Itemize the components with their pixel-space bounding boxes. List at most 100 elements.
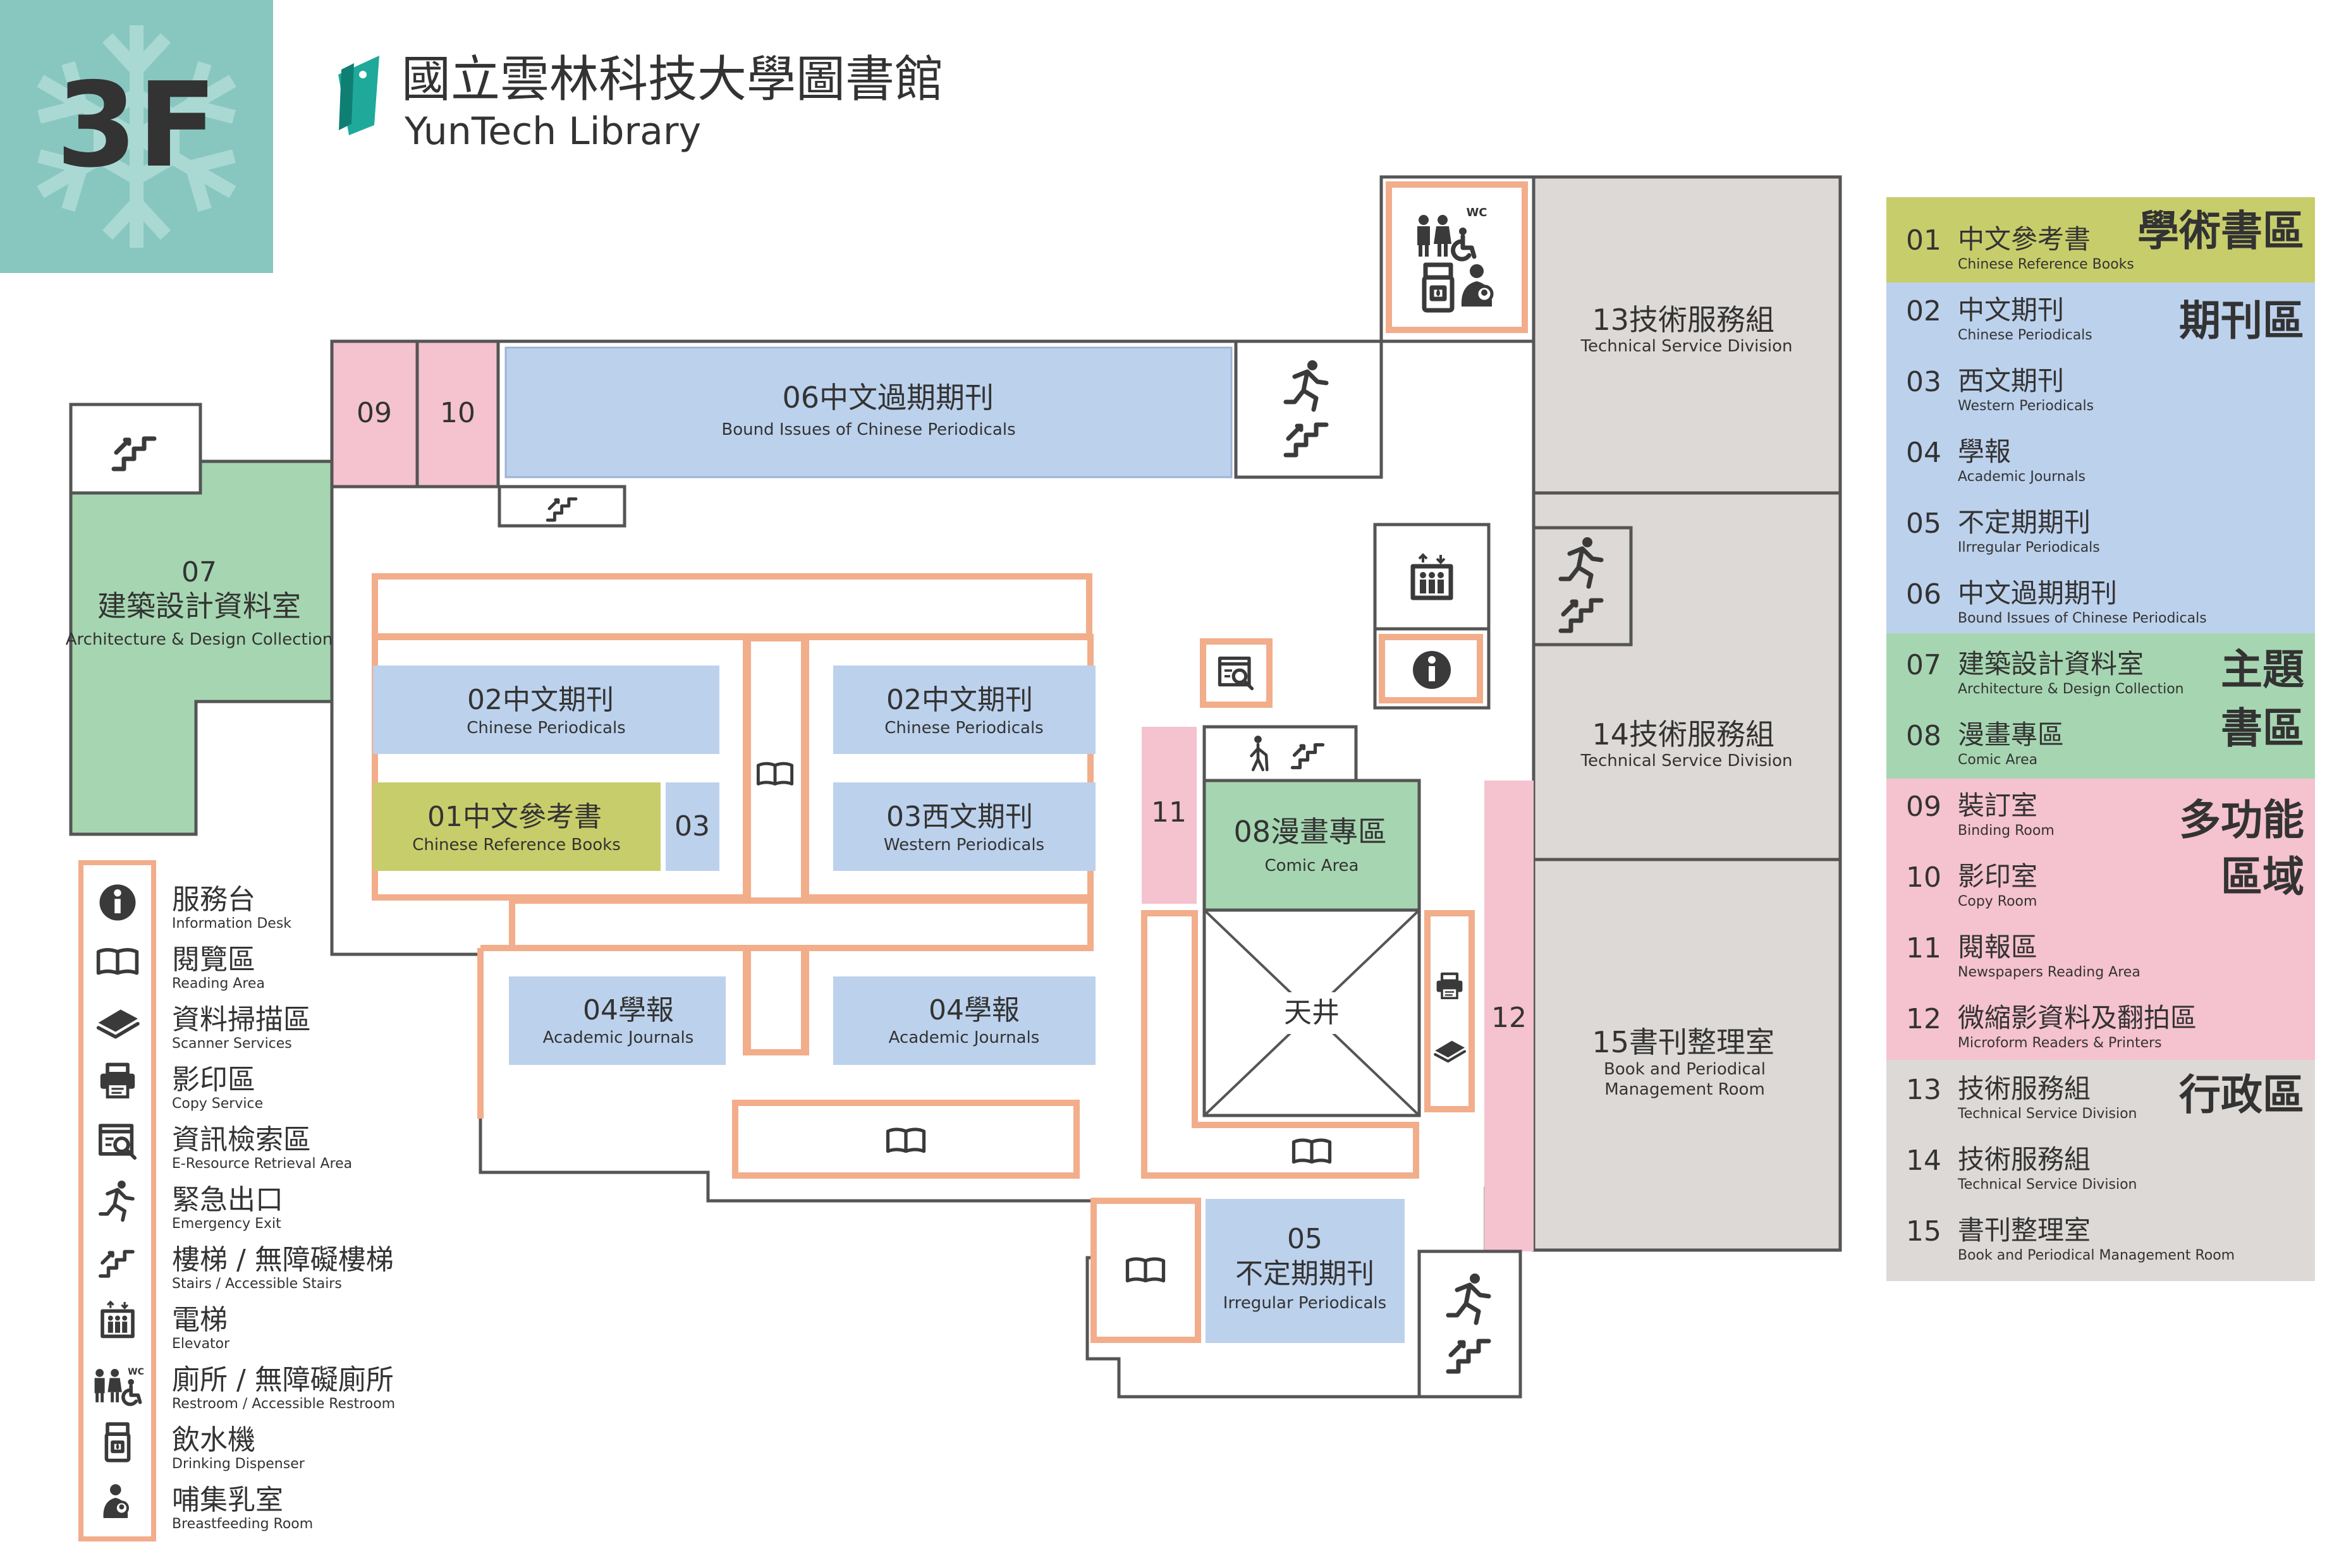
svg-text:04: 04 bbox=[1906, 437, 1941, 469]
reading-area-center bbox=[1141, 910, 1419, 1179]
svg-text:E-Resource Retrieval Area: E-Resource Retrieval Area bbox=[172, 1156, 352, 1172]
room-07[interactable]: 07 建築設計資料室 Architecture & Design Collect… bbox=[66, 459, 334, 836]
svg-text:建築設計資料室: 建築設計資料室 bbox=[97, 589, 301, 623]
accessible-stairs bbox=[1202, 725, 1358, 782]
svg-text:02: 02 bbox=[886, 684, 922, 716]
room-03[interactable]: 03 西文期刊 Western Periodicals bbox=[833, 782, 1096, 871]
svg-text:技術服務組: 技術服務組 bbox=[1958, 1073, 2091, 1104]
svg-text:飲水機: 飲水機 bbox=[172, 1424, 255, 1456]
room-11[interactable]: 11 bbox=[1142, 727, 1197, 904]
svg-text:WC: WC bbox=[1466, 206, 1487, 219]
svg-text:技術服務組: 技術服務組 bbox=[1629, 303, 1774, 337]
svg-text:Binding Room: Binding Room bbox=[1958, 823, 2055, 839]
svg-text:Comic Area: Comic Area bbox=[1264, 856, 1359, 875]
room-09[interactable]: 09 bbox=[330, 339, 419, 489]
svg-text:中文期刊: 中文期刊 bbox=[503, 684, 614, 716]
svg-text:服務台: 服務台 bbox=[172, 884, 255, 916]
svg-text:10: 10 bbox=[1906, 861, 1941, 894]
svg-text:中文參考書: 中文參考書 bbox=[463, 801, 602, 833]
svg-text:12: 12 bbox=[1491, 1002, 1527, 1034]
svg-text:學報: 學報 bbox=[964, 994, 1020, 1026]
room-02-left[interactable]: 02 中文期刊 Chinese Periodicals bbox=[373, 665, 719, 754]
floor-badge: 3F bbox=[0, 0, 273, 273]
snowflake-logo-icon bbox=[37, 25, 236, 248]
svg-text:04: 04 bbox=[583, 994, 618, 1026]
svg-text:哺集乳室: 哺集乳室 bbox=[172, 1484, 283, 1516]
floor-label: 3F bbox=[56, 57, 217, 193]
svg-text:Newspapers Reading Area: Newspapers Reading Area bbox=[1958, 964, 2140, 980]
svg-text:主題: 主題 bbox=[2221, 645, 2304, 694]
room-12[interactable]: 12 bbox=[1484, 781, 1534, 1251]
room-01[interactable]: 01 中文參考書 Chinese Reference Books bbox=[373, 782, 661, 871]
room-03-small[interactable]: 03 bbox=[666, 782, 719, 871]
svg-text:07: 07 bbox=[181, 556, 217, 588]
restroom-block: WC bbox=[1379, 175, 1536, 343]
svg-text:08: 08 bbox=[1906, 720, 1941, 752]
svg-text:03: 03 bbox=[675, 810, 710, 842]
room-06[interactable]: 06 中文過期期刊 Bound Issues of Chinese Period… bbox=[504, 346, 1233, 478]
room-02-right[interactable]: 02 中文期刊 Chinese Periodicals bbox=[833, 665, 1096, 754]
svg-text:Bound Issues of Chinese Period: Bound Issues of Chinese Periodicals bbox=[721, 420, 1015, 439]
svg-text:Breastfeeding Room: Breastfeeding Room bbox=[172, 1516, 313, 1532]
svg-text:不定期期刊: 不定期期刊 bbox=[1958, 507, 2091, 538]
svg-text:影印區: 影印區 bbox=[172, 1064, 255, 1096]
svg-text:04: 04 bbox=[929, 994, 964, 1026]
svg-text:Chinese Periodicals: Chinese Periodicals bbox=[1958, 327, 2092, 343]
stair-room-outline bbox=[1234, 339, 1383, 479]
svg-text:Academic Journals: Academic Journals bbox=[1958, 469, 2085, 485]
stack-connector bbox=[743, 635, 809, 1055]
room-04-right[interactable]: 04 學報 Academic Journals bbox=[833, 976, 1096, 1065]
svg-text:中文過期期刊: 中文過期期刊 bbox=[819, 380, 994, 415]
svg-text:11: 11 bbox=[1151, 796, 1187, 829]
svg-text:不定期期刊: 不定期期刊 bbox=[1235, 1258, 1374, 1290]
exit-southeast bbox=[1417, 1249, 1522, 1399]
svg-text:中文期刊: 中文期刊 bbox=[1958, 295, 2064, 325]
svg-text:Chinese Reference Books: Chinese Reference Books bbox=[412, 836, 621, 854]
room-10[interactable]: 10 bbox=[415, 339, 500, 489]
book-logo-icon bbox=[338, 56, 379, 135]
svg-text:書刊整理室: 書刊整理室 bbox=[1958, 1215, 2091, 1246]
svg-text:Western Periodicals: Western Periodicals bbox=[884, 836, 1044, 854]
svg-text:漫畫專區: 漫畫專區 bbox=[1271, 815, 1387, 849]
svg-text:影印室: 影印室 bbox=[1958, 861, 2037, 892]
info-desk[interactable] bbox=[1373, 627, 1491, 710]
svg-text:01: 01 bbox=[427, 801, 463, 833]
svg-text:09: 09 bbox=[1906, 791, 1941, 823]
svg-text:02: 02 bbox=[1906, 295, 1941, 327]
svg-text:閱報區: 閱報區 bbox=[1958, 932, 2037, 963]
svg-text:資料掃描區: 資料掃描區 bbox=[172, 1004, 311, 1036]
svg-text:Technical Service Division: Technical Service Division bbox=[1580, 751, 1792, 770]
elevator-box bbox=[1373, 523, 1491, 631]
svg-text:書區: 書區 bbox=[2221, 704, 2304, 753]
svg-text:技術服務組: 技術服務組 bbox=[1629, 717, 1774, 751]
svg-text:多功能: 多功能 bbox=[2179, 796, 2304, 844]
svg-text:03: 03 bbox=[886, 801, 922, 833]
svg-text:技術服務組: 技術服務組 bbox=[1958, 1144, 2091, 1175]
stairs-west bbox=[69, 403, 202, 495]
svg-text:WC: WC bbox=[128, 1367, 144, 1377]
reading-area-south bbox=[1090, 1198, 1201, 1343]
svg-text:08: 08 bbox=[1233, 815, 1271, 849]
svg-text:01: 01 bbox=[1906, 224, 1941, 257]
room-13[interactable]: 13 技術服務組 Technical Service Division bbox=[1532, 175, 1842, 495]
svg-text:學報: 學報 bbox=[618, 994, 674, 1026]
svg-text:Architecture & Design Collecti: Architecture & Design Collection bbox=[66, 630, 333, 649]
svg-text:資訊檢索區: 資訊檢索區 bbox=[172, 1124, 311, 1156]
svg-text:05: 05 bbox=[1287, 1223, 1322, 1255]
room-08[interactable]: 08 漫畫專區 Comic Area bbox=[1202, 779, 1421, 912]
svg-text:區域: 區域 bbox=[2221, 853, 2304, 901]
svg-text:天井: 天井 bbox=[1284, 997, 1340, 1029]
room-15[interactable]: 15 書刊整理室 Book and Periodical Management … bbox=[1532, 858, 1842, 1252]
svg-text:Technical Service Division: Technical Service Division bbox=[1957, 1106, 2137, 1122]
svg-text:學報: 學報 bbox=[1958, 436, 2011, 467]
svg-text:Elevator: Elevator bbox=[172, 1336, 230, 1352]
svg-text:07: 07 bbox=[1906, 649, 1941, 681]
svg-text:13: 13 bbox=[1906, 1074, 1941, 1106]
exit-north bbox=[1286, 360, 1326, 455]
room-05[interactable]: 05 不定期期刊 Irregular Periodicals bbox=[1206, 1199, 1405, 1343]
svg-text:Book and Periodical Management: Book and Periodical Management Room bbox=[1958, 1248, 2235, 1263]
svg-text:10: 10 bbox=[440, 397, 475, 429]
e-resource-retrieval[interactable] bbox=[1200, 638, 1273, 708]
svg-text:06: 06 bbox=[1906, 578, 1941, 611]
room-04-left[interactable]: 04 學報 Academic Journals bbox=[509, 976, 726, 1065]
